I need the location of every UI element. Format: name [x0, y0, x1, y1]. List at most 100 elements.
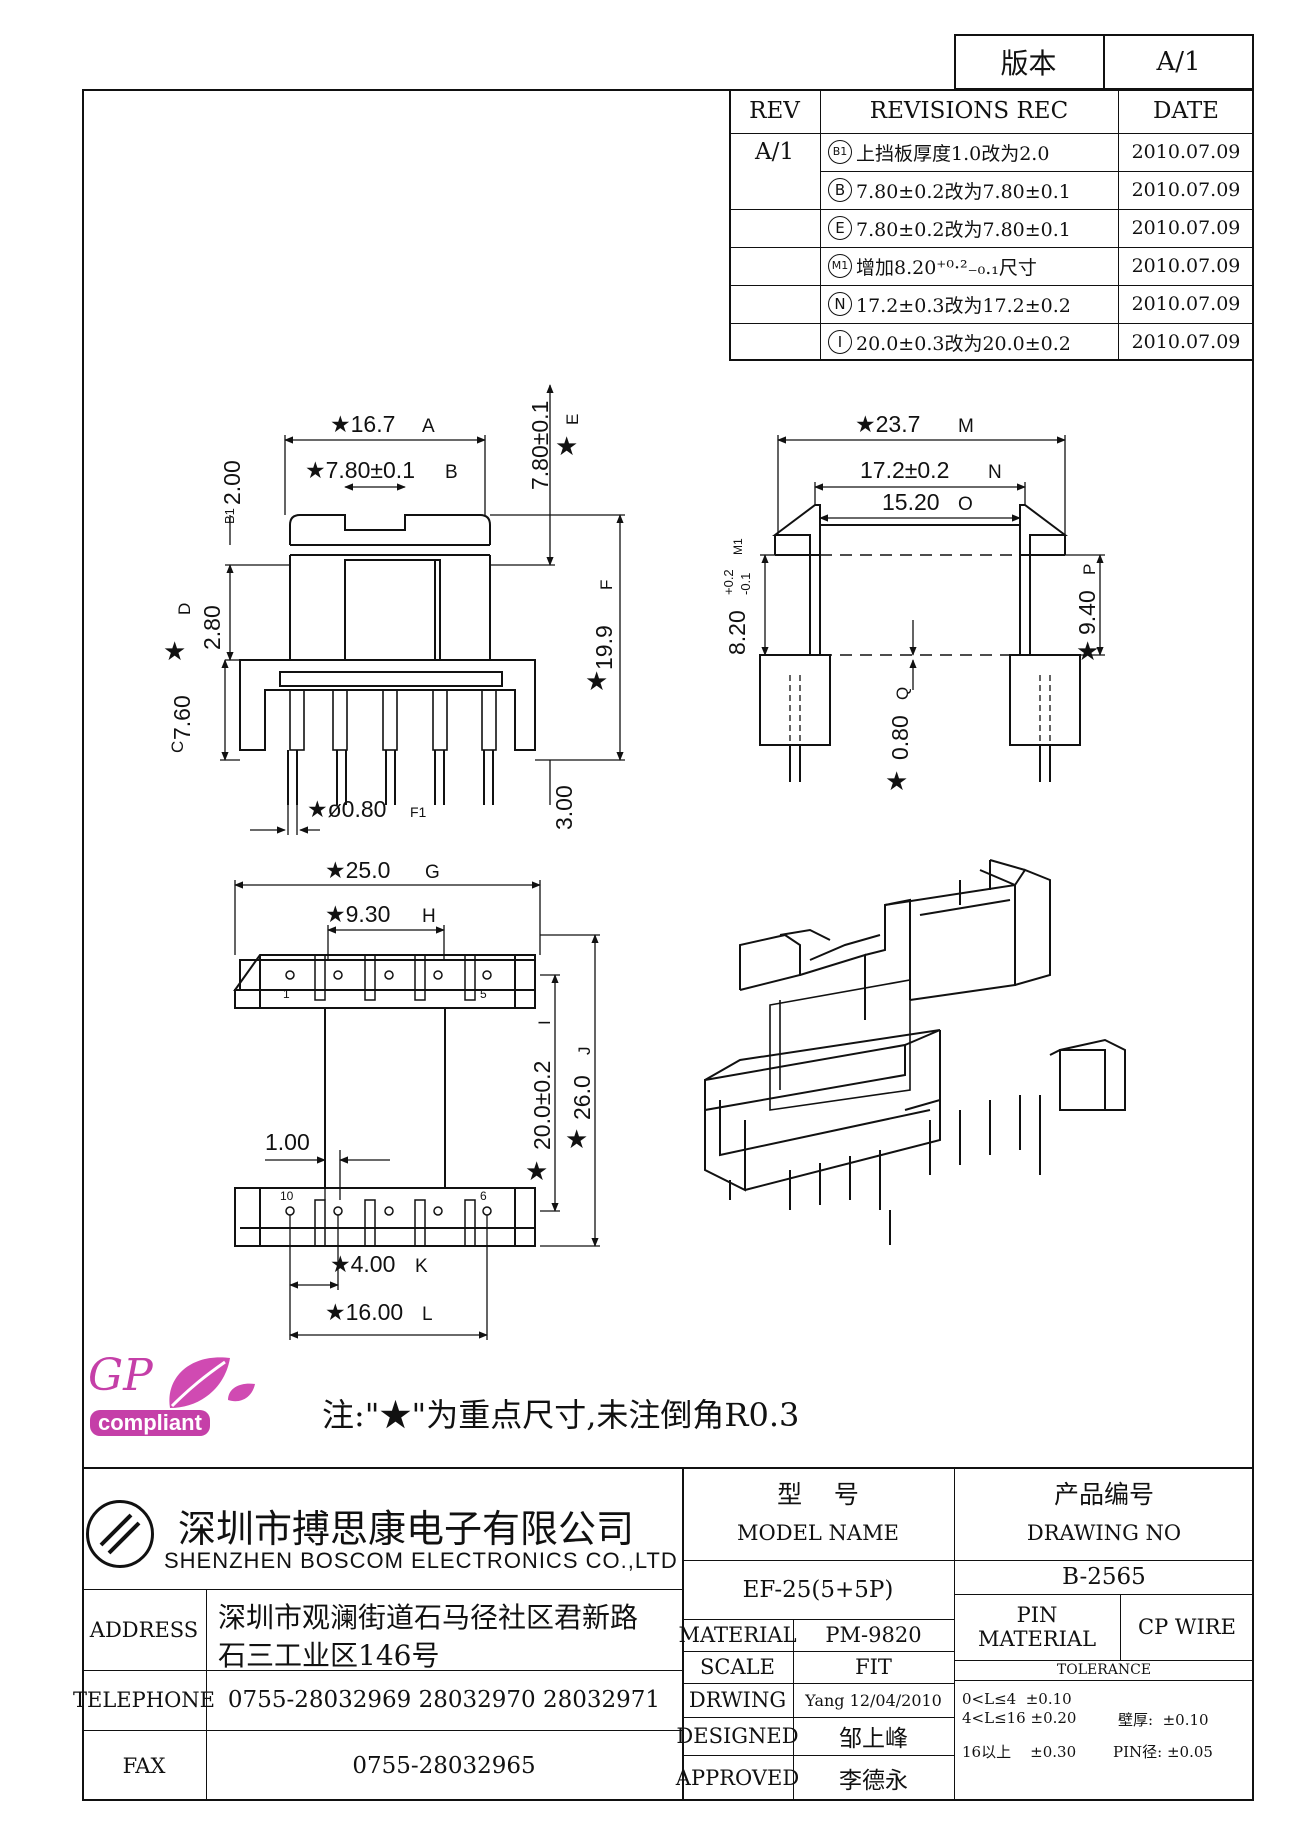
front-w-slot: ★7.80±0.1 [305, 457, 415, 483]
pin-label-5: 5 [480, 987, 487, 1001]
approved-value: 李德永 [839, 1768, 908, 1794]
revision-text: 7.80±0.2改为7.80±0.1 [856, 218, 1071, 241]
bottom-w-pitch: ★9.30 [325, 901, 390, 927]
side-w-mid-mark: N [988, 462, 1002, 483]
bottom-w-pitch-mark: H [422, 906, 436, 927]
revision-text: 上挡板厚度1.0改为2.0 [856, 142, 1050, 165]
bottom-w-total-mark: G [425, 862, 440, 883]
gp-text: GP [88, 1350, 153, 1401]
drawing-label-cn: 产品编号 [1053, 1480, 1154, 1509]
pin-label-10: 10 [280, 1189, 294, 1203]
version-label: 版本 [1000, 47, 1057, 80]
side-wall: 0.80 [887, 715, 913, 760]
front-h-base-step: 2.80 [199, 605, 225, 650]
rev-value: A/1 [755, 139, 794, 165]
svg-text:★: ★ [885, 766, 908, 796]
revision-text: 增加8.20⁺⁰·²₋₀.₁尺寸 [856, 256, 1037, 279]
revision-text: 17.2±0.3改为17.2±0.2 [856, 294, 1071, 317]
company-name-en: SHENZHEN BOSCOM ELECTRONICS CO.,LTD [164, 1548, 678, 1573]
compliant-text: compliant [90, 1410, 210, 1436]
side-h-right: 9.40 [1074, 590, 1100, 635]
pin-label-6: 6 [480, 1189, 487, 1203]
side-w-inner: 15.20 [882, 489, 940, 515]
tolerance-label: TOLERANCE [1056, 1662, 1152, 1678]
leaf-icon [169, 1357, 255, 1408]
front-w-top: ★16.7 [330, 411, 395, 437]
tolerance-wall: 壁厚: ±0.10 [1118, 1711, 1209, 1729]
bottom-h-inner-mark: I [535, 1020, 554, 1025]
front-h-base-step-mark: D [175, 603, 194, 615]
revision-date: 2010.07.09 [1131, 141, 1241, 163]
model-label-cn: 型 号 [777, 1480, 859, 1509]
drwing-value: Yang 12/04/2010 [805, 1690, 942, 1710]
svg-text:★: ★ [1076, 636, 1099, 666]
revision-date: 2010.07.09 [1131, 179, 1241, 201]
tolerance-pin: PIN径: ±0.05 [1113, 1743, 1213, 1761]
bottom-w-span-mark: L [422, 1304, 433, 1325]
svg-text:★: ★ [555, 431, 578, 461]
front-w-top-mark: A [422, 416, 435, 437]
bottom-pin-gap: 1.00 [265, 1129, 310, 1155]
front-pin-len: 3.00 [551, 785, 577, 830]
revision-mark: N [828, 292, 852, 316]
side-w-inner-mark: O [958, 494, 973, 515]
designed-value: 邹上峰 [839, 1726, 908, 1752]
gp-compliant-logo: GP compliant [84, 1348, 264, 1440]
side-h-left-mark: M1 [731, 538, 745, 555]
revision-date: 2010.07.09 [1131, 331, 1241, 353]
side-wall-mark: Q [893, 687, 912, 700]
front-view: ★16.7 A ★7.80±0.1 B 2.00 B1 7.80±0.1 E ★… [163, 384, 625, 835]
revisions-table [729, 89, 1254, 361]
bottom-h-inner: 20.0±0.2 [529, 1061, 555, 1150]
revision-mark: M1 [828, 254, 852, 278]
front-h-flange-mark: B1 [222, 508, 237, 524]
revision-mark: B1 [828, 140, 852, 164]
side-w-total: ★23.7 [855, 411, 920, 437]
bottom-h-total: 26.0 [569, 1075, 595, 1120]
revision-text: 20.0±0.3改为20.0±0.2 [856, 332, 1071, 355]
bottom-w-row-mark: K [415, 1256, 428, 1277]
drawing-frame [82, 89, 1254, 1801]
pin-material-value: CP WIRE [1138, 1615, 1236, 1639]
scale-label: SCALE [700, 1655, 775, 1679]
bottom-dimension-lines [234, 880, 600, 1340]
side-w-total-mark: M [958, 416, 974, 437]
side-h-left-tol-minus: -0.1 [738, 573, 753, 595]
revision-mark: E [828, 216, 852, 240]
isometric-view [704, 859, 1126, 1245]
drawing-note: 注:"★"为重点尺寸,未注倒角R0.3 [322, 1396, 800, 1434]
drwing-label: DRWING [688, 1688, 787, 1712]
bottom-view: ★25.0 G ★9.30 H 20.0±0.2 I ★ 26.0 J ★ 1.… [233, 857, 600, 1340]
date-header: DATE [1153, 98, 1219, 124]
front-w-slot-mark: B [445, 462, 458, 483]
telephone-label: TELEPHONE [73, 1688, 215, 1712]
scale-value: FIT [855, 1655, 892, 1679]
telephone-value: 0755-28032969 28032970 28032971 [227, 1687, 661, 1713]
svg-text:★: ★ [525, 1156, 548, 1186]
svg-text:★: ★ [565, 1124, 588, 1154]
svg-text:★: ★ [585, 666, 608, 696]
address-label: ADDRESS [89, 1617, 199, 1642]
revision-text: 7.80±0.2改为7.80±0.1 [856, 180, 1071, 203]
side-h-left: 8.20 [724, 610, 750, 655]
pin-material-label: PIN MATERIAL [977, 1603, 1097, 1651]
front-h-total-mark: F [597, 580, 616, 590]
drawing-value: B-2565 [1062, 1564, 1146, 1590]
front-h-base-mark: C [168, 741, 187, 753]
revision-date: 2010.07.09 [1131, 255, 1241, 277]
bottom-w-span: ★16.00 [325, 1299, 403, 1325]
tolerance-1: 0<L≤4 ±0.10 [962, 1690, 1072, 1708]
front-h-right: 7.80±0.1 [527, 401, 553, 490]
address-line-1: 深圳市观澜街道石马径社区君新路 [218, 1601, 639, 1634]
model-label-en: MODEL NAME [737, 1521, 899, 1545]
revision-date: 2010.07.09 [1131, 293, 1241, 315]
front-dimension-lines [220, 384, 625, 835]
revisions-rec-header: REVISIONS REC [869, 98, 1069, 124]
material-label: MATERIAL [678, 1623, 797, 1647]
bottom-w-row: ★4.00 [330, 1251, 395, 1277]
svg-text:★: ★ [163, 636, 186, 666]
